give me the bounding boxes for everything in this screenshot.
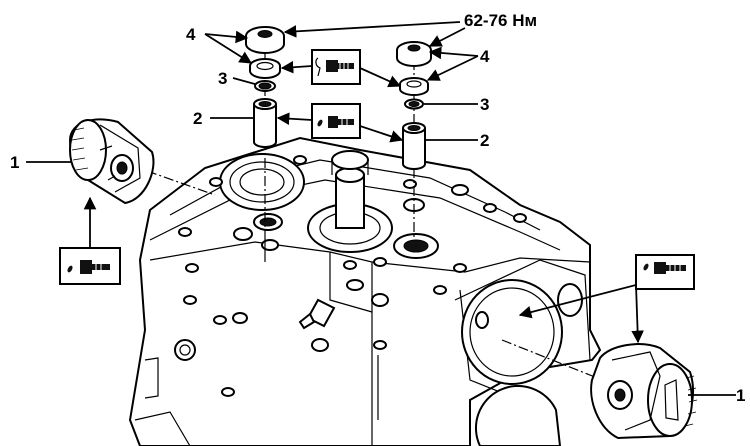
- oil-can-icon: [635, 254, 695, 290]
- label-ring-right: 3: [480, 95, 489, 114]
- right-plug-assembly: [396, 41, 432, 170]
- left-piston: [68, 118, 155, 205]
- grease-syringe-icon: [311, 49, 361, 85]
- label-plug-left: 4: [186, 25, 196, 44]
- leader-lines: [26, 21, 736, 396]
- label-sleeve-left: 2: [193, 109, 202, 128]
- label-ring-left: 3: [218, 69, 227, 88]
- label-piston-left: 1: [10, 153, 19, 172]
- label-sleeve-right: 2: [480, 131, 489, 150]
- oil-can-icon: [59, 247, 121, 285]
- callout-labels: 4 4 3 3 2 2 1 1 62-76 Нм: [10, 11, 745, 405]
- left-plug-assembly: [245, 26, 285, 148]
- label-plug-right: 4: [480, 47, 490, 66]
- cylinder-block: [128, 136, 602, 446]
- right-piston: [590, 343, 698, 440]
- label-piston-right: 1: [736, 386, 745, 405]
- torque-spec: 62-76 Нм: [464, 11, 537, 30]
- oil-can-icon: [311, 103, 361, 139]
